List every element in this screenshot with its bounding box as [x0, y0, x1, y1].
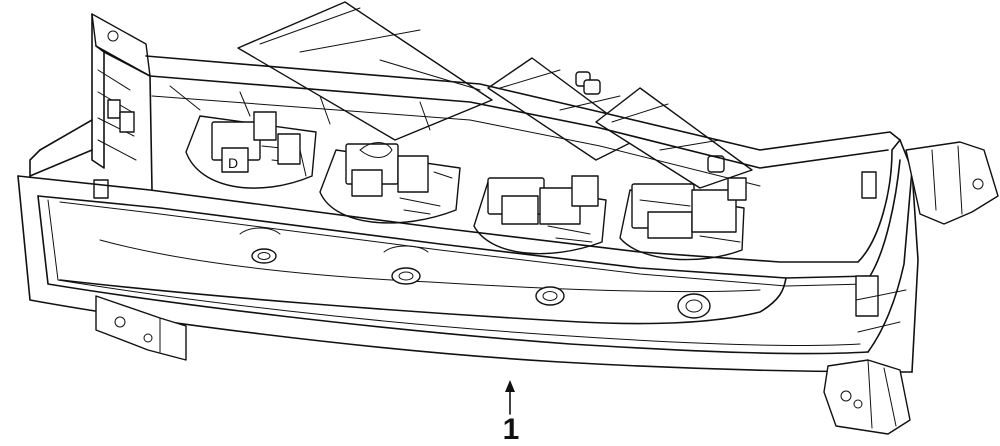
reflector-module-4 — [619, 177, 747, 261]
lower-housing — [59, 227, 787, 325]
lower-left-tab — [95, 295, 187, 361]
reflector-module-2 — [319, 142, 461, 224]
rear-housing — [237, 1, 753, 189]
lower-right-tab — [823, 359, 911, 435]
callout-label-1: 1 — [502, 413, 520, 446]
reflector-module-3 — [473, 175, 607, 255]
right-mount-bracket — [855, 141, 999, 333]
reflector-module-1: D — [185, 111, 317, 189]
upper-frame — [145, 55, 901, 187]
left-mount-bracket — [29, 13, 153, 199]
svg-text:D: D — [228, 155, 238, 171]
callout-leader-1 — [505, 380, 515, 415]
